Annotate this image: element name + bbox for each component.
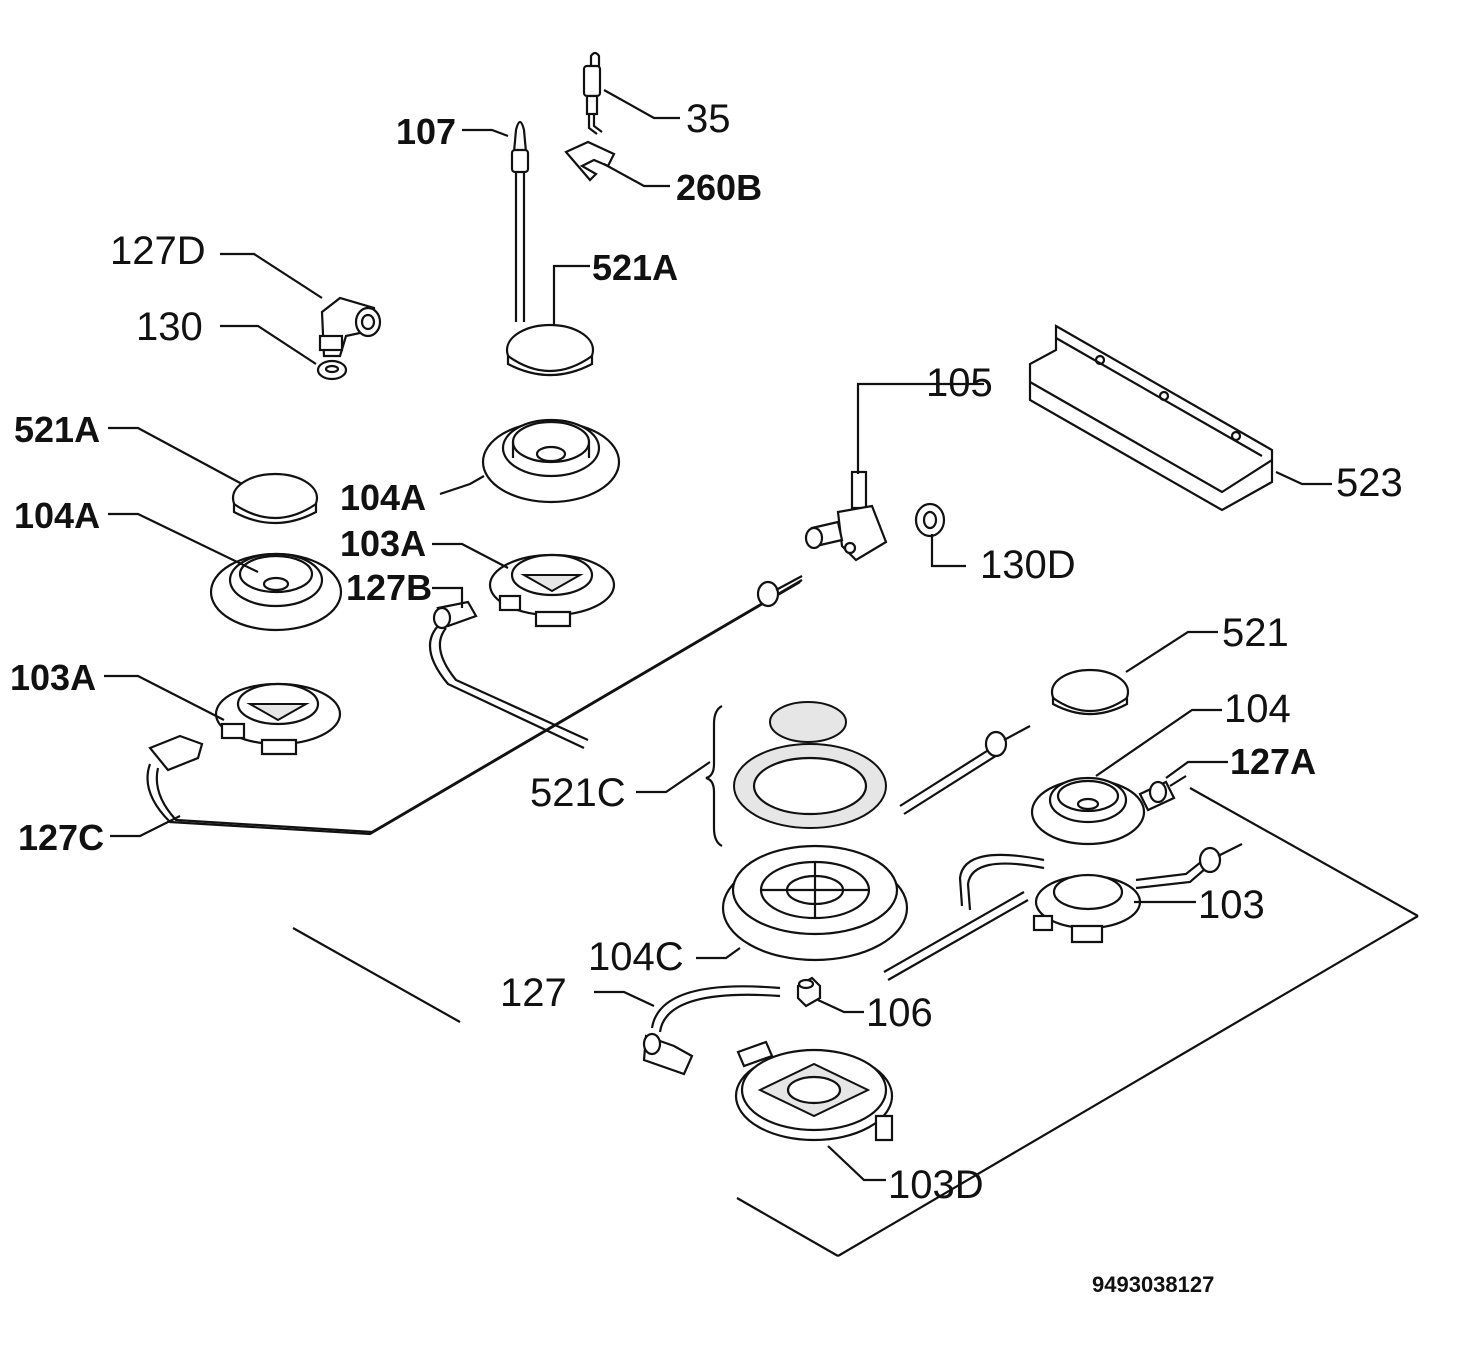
- part-521a-burner-cap-top: [505, 323, 595, 377]
- label-521a-top: 521A: [592, 247, 678, 288]
- part-260b-clip: [564, 140, 616, 182]
- part-104-burner-crown: [1030, 776, 1146, 846]
- part-127b-fitting: [432, 600, 478, 630]
- label-103a-center: 103A: [340, 523, 426, 564]
- label-127b: 127B: [346, 567, 432, 608]
- part-104c-triple-ring-crown: [721, 844, 1029, 981]
- label-104a-center: 104A: [340, 477, 426, 518]
- part-104a-burner-crown-center: [481, 418, 621, 504]
- label-103d: 103D: [888, 1163, 984, 1207]
- part-103a-burner-base-left: [214, 682, 342, 756]
- label-521: 521: [1222, 611, 1289, 655]
- part-130-washer: [316, 359, 348, 381]
- part-127d-elbow-fitting: [318, 296, 382, 358]
- label-105: 105: [926, 361, 993, 405]
- part-521-burner-cap: [1050, 668, 1130, 716]
- outline-frame: [292, 787, 1419, 1257]
- label-103: 103: [1198, 883, 1265, 927]
- part-521a-burner-cap-left: [231, 472, 319, 525]
- label-106: 106: [866, 991, 933, 1035]
- label-127a: 127A: [1230, 741, 1316, 782]
- part-521c-gasket-set: [705, 701, 1031, 847]
- document-number: 9493038127: [1092, 1272, 1214, 1297]
- part-127-gas-pipe: [642, 985, 781, 1076]
- part-labels: 107 35 260B 127D 130 521A 521A 104A 104A…: [10, 97, 1403, 1297]
- part-103a-burner-base-center: [488, 553, 616, 628]
- part-35-ignition-electrode: [582, 51, 603, 135]
- label-104: 104: [1224, 687, 1291, 731]
- leader-lines: [104, 89, 1332, 1182]
- label-127d: 127D: [110, 229, 206, 273]
- label-103a-left: 103A: [10, 657, 96, 698]
- part-127a-fitting: [1138, 775, 1187, 812]
- label-260b: 260B: [676, 167, 762, 208]
- label-521a-left: 521A: [14, 409, 100, 450]
- part-130d-washer: [914, 502, 946, 538]
- part-127b-gas-pipe: [428, 625, 589, 749]
- part-105-gas-valve: [804, 470, 888, 562]
- part-104a-burner-crown-left: [209, 552, 343, 632]
- part-106-injector: [796, 976, 822, 1008]
- label-104c: 104C: [588, 935, 684, 979]
- part-103-burner-base: [958, 843, 1243, 944]
- label-523: 523: [1336, 461, 1403, 505]
- label-127c: 127C: [18, 817, 104, 858]
- part-523-mounting-bracket: [1028, 324, 1274, 512]
- label-35: 35: [686, 97, 731, 141]
- label-127: 127: [500, 971, 567, 1015]
- label-130: 130: [136, 305, 203, 349]
- label-107: 107: [396, 111, 456, 152]
- label-104a-left: 104A: [14, 495, 100, 536]
- part-103d-burner-base-large: [734, 1040, 894, 1142]
- part-107-thermocouple: [510, 120, 530, 322]
- label-521c: 521C: [530, 771, 626, 815]
- label-130d: 130D: [980, 543, 1076, 587]
